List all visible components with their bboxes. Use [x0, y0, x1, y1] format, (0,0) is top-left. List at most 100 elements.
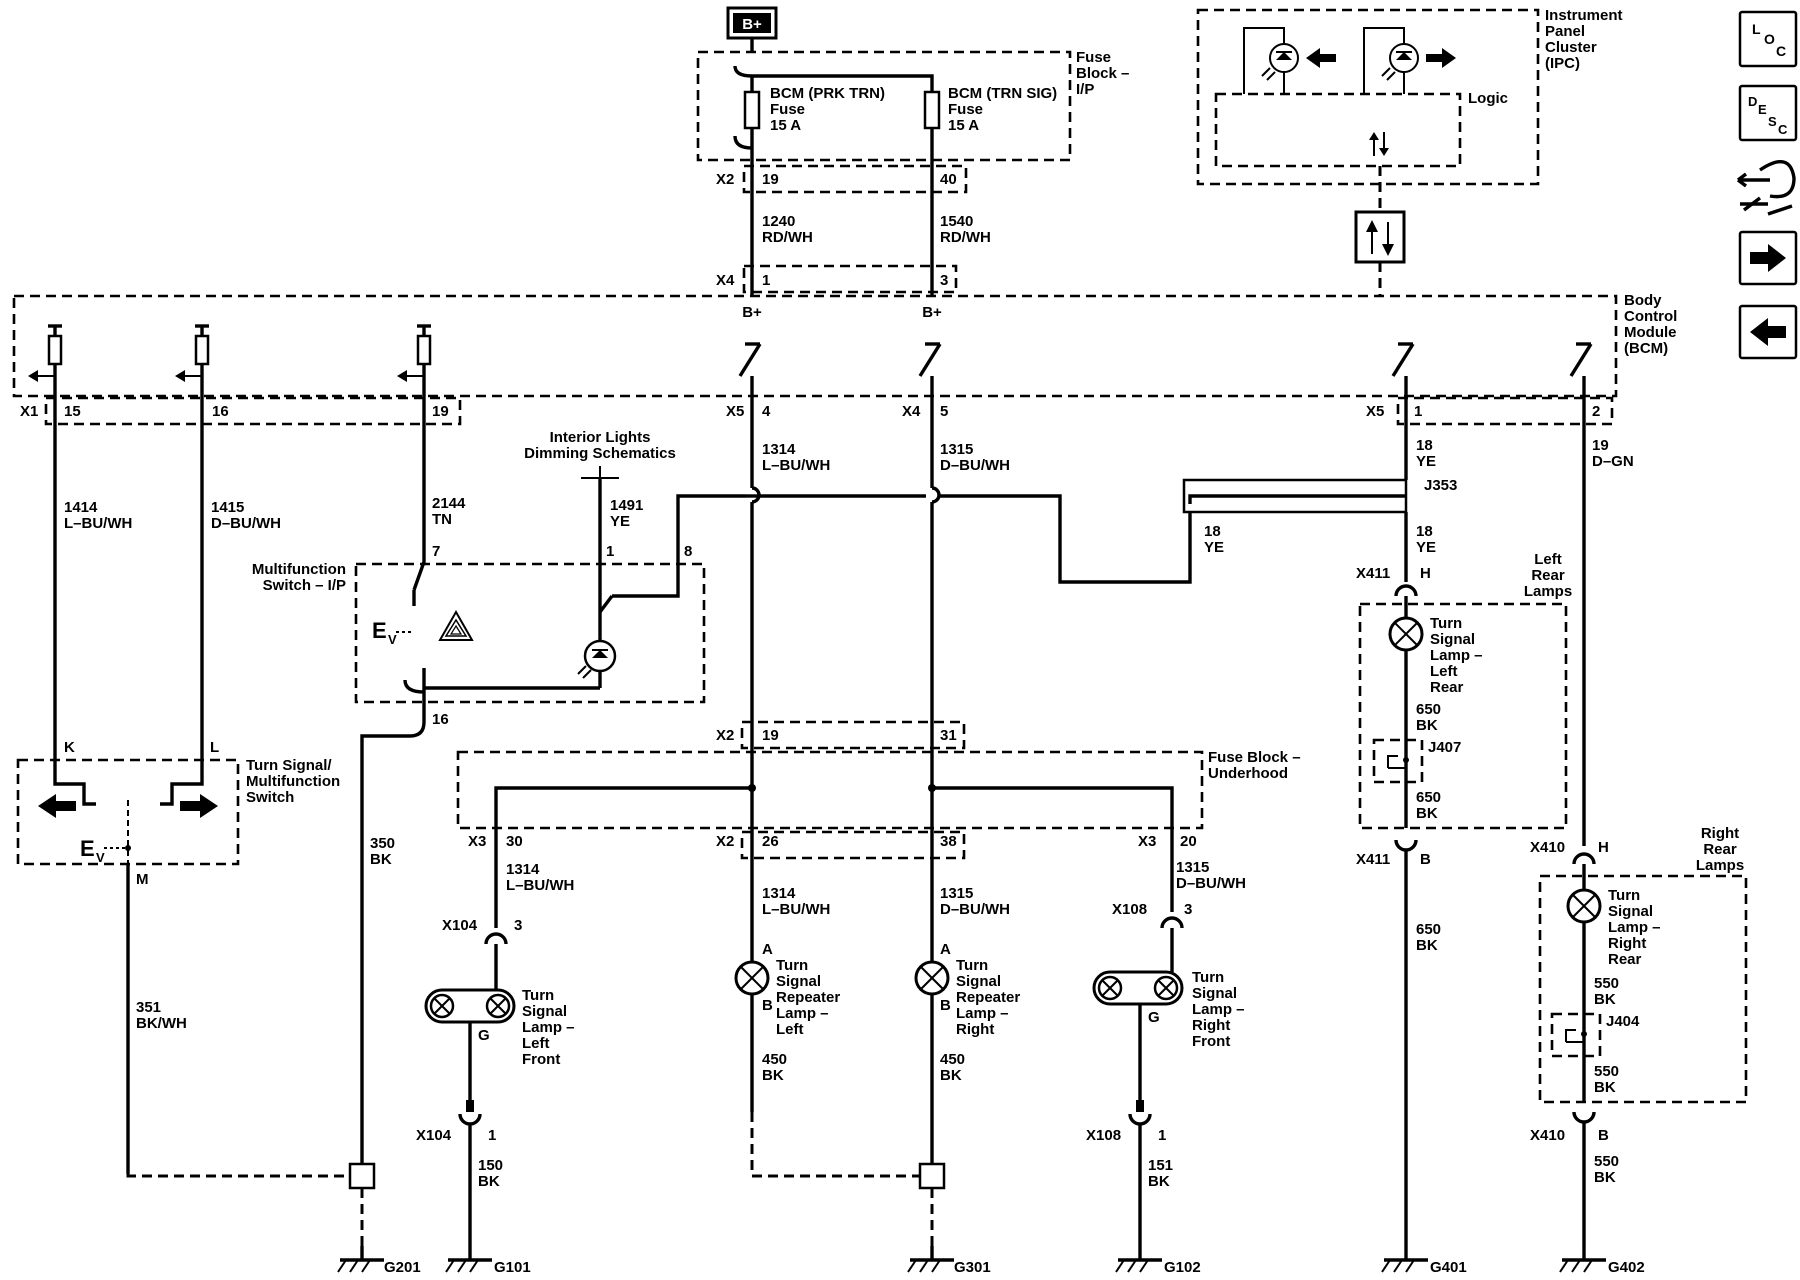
ground-g402: G402 — [1559, 1246, 1645, 1276]
svg-text:BCM (TRN SIG): BCM (TRN SIG) — [948, 85, 1057, 102]
interior-lights-dimming-ref: Interior Lights Dimming Schematics — [524, 429, 676, 479]
svg-text:Turn: Turn — [956, 957, 988, 974]
svg-text:YE: YE — [610, 513, 630, 530]
backlight-lamp-icon — [577, 639, 617, 679]
svg-text:3: 3 — [940, 272, 948, 289]
svg-text:(IPC): (IPC) — [1545, 55, 1580, 72]
svg-text:15 A: 15 A — [948, 117, 979, 134]
svg-text:Interior Lights: Interior Lights — [550, 429, 651, 446]
svg-text:B: B — [1598, 1127, 1609, 1144]
svg-text:Rear: Rear — [1703, 841, 1737, 858]
instrument-panel-cluster: Instrument Panel Cluster (IPC) Logic — [1196, 7, 1623, 186]
svg-text:Signal: Signal — [1192, 985, 1237, 1002]
connector-x5-rear: X5 1 2 — [1366, 396, 1614, 426]
svg-text:X3: X3 — [1138, 833, 1156, 850]
repeater-lamp-left: A B Turn Signal Repeater Lamp – Left — [734, 941, 840, 1038]
svg-text:BK/WH: BK/WH — [136, 1015, 187, 1032]
svg-text:1314: 1314 — [762, 885, 796, 902]
svg-text:Lamp –: Lamp – — [522, 1019, 575, 1036]
ground-g301: G301 — [907, 1246, 991, 1276]
svg-text:J404: J404 — [1606, 1013, 1640, 1030]
svg-text:2144: 2144 — [432, 495, 466, 512]
svg-text:18: 18 — [1416, 523, 1433, 540]
svg-text:X108: X108 — [1112, 901, 1147, 918]
svg-text:V: V — [96, 850, 105, 865]
svg-text:19: 19 — [432, 403, 449, 420]
svg-text:1540: 1540 — [940, 213, 973, 230]
svg-text:18: 18 — [1204, 523, 1221, 540]
svg-text:5: 5 — [940, 403, 948, 420]
svg-text:Turn: Turn — [522, 987, 554, 1004]
svg-text:(BCM): (BCM) — [1624, 340, 1668, 357]
svg-text:31: 31 — [940, 727, 957, 744]
svg-text:D–BU/WH: D–BU/WH — [940, 457, 1010, 474]
svg-text:BK: BK — [1594, 991, 1616, 1008]
splice-box-g201 — [348, 1162, 376, 1190]
svg-text:650: 650 — [1416, 789, 1441, 806]
svg-text:A: A — [940, 941, 951, 958]
connector-repair-icon[interactable] — [1736, 160, 1796, 216]
right-arrow-icon — [180, 794, 218, 818]
svg-text:D–BU/WH: D–BU/WH — [1176, 875, 1246, 892]
hazard-icon — [438, 609, 474, 641]
svg-text:Switch: Switch — [246, 789, 294, 806]
svg-text:X411: X411 — [1356, 565, 1390, 582]
svg-text:Right: Right — [1701, 825, 1739, 842]
location-button[interactable]: L O C — [1738, 10, 1798, 68]
svg-text:X410: X410 — [1530, 839, 1565, 856]
bplus-source: B+ — [726, 6, 778, 40]
svg-text:650: 650 — [1416, 701, 1441, 718]
svg-text:G201: G201 — [384, 1259, 421, 1276]
svg-text:YE: YE — [1204, 539, 1224, 556]
svg-text:Body: Body — [1624, 292, 1662, 309]
svg-text:4: 4 — [762, 403, 771, 420]
svg-text:D–GN: D–GN — [1592, 453, 1634, 470]
svg-text:Front: Front — [1192, 1033, 1230, 1050]
svg-text:550: 550 — [1594, 1153, 1619, 1170]
svg-text:BK: BK — [762, 1067, 784, 1084]
svg-text:Lamp –: Lamp – — [1608, 919, 1661, 936]
svg-text:26: 26 — [762, 833, 779, 850]
svg-text:1240: 1240 — [762, 213, 795, 230]
svg-text:Right: Right — [956, 1021, 994, 1038]
connector-x410-bottom: X410 B — [1530, 1111, 1609, 1144]
svg-text:40: 40 — [940, 171, 957, 188]
svg-text:450: 450 — [762, 1051, 787, 1068]
svg-text:7: 7 — [432, 543, 440, 560]
svg-text:Rear: Rear — [1608, 951, 1642, 968]
svg-text:G401: G401 — [1430, 1259, 1467, 1276]
left-arrow-icon — [38, 794, 76, 818]
svg-text:Signal: Signal — [522, 1003, 567, 1020]
svg-text:X411: X411 — [1356, 851, 1390, 868]
left-indicator-icon — [1261, 43, 1336, 94]
svg-text:16: 16 — [432, 711, 449, 728]
svg-text:X104: X104 — [442, 917, 478, 934]
previous-page-button[interactable] — [1738, 304, 1798, 360]
svg-text:1415: 1415 — [211, 499, 244, 516]
ground-g101: G101 — [445, 1246, 531, 1276]
svg-text:BK: BK — [1416, 717, 1438, 734]
svg-text:RD/WH: RD/WH — [940, 229, 991, 246]
left-rear-lamps: Left Rear Lamps Turn Signal Lamp – Left … — [1358, 551, 1572, 830]
svg-text:Signal: Signal — [1430, 631, 1475, 648]
svg-text:L–BU/WH: L–BU/WH — [64, 515, 132, 532]
svg-text:1: 1 — [488, 1127, 496, 1144]
svg-text:Fuse: Fuse — [770, 101, 805, 118]
connector-x104-top: X104 3 — [442, 917, 522, 945]
svg-text:TN: TN — [432, 511, 452, 528]
description-button[interactable]: D E S C — [1738, 84, 1798, 142]
splice-box-g301 — [918, 1162, 946, 1190]
connector-x5-label: X5 — [726, 403, 744, 420]
right-indicator-icon — [1381, 43, 1456, 94]
svg-text:Cluster: Cluster — [1545, 39, 1597, 56]
next-page-button[interactable] — [1738, 230, 1798, 286]
svg-text:Left: Left — [1534, 551, 1562, 568]
svg-text:A: A — [762, 941, 773, 958]
svg-text:M: M — [136, 871, 149, 888]
svg-text:S: S — [1768, 114, 1777, 129]
svg-text:151: 151 — [1148, 1157, 1173, 1174]
svg-text:B: B — [1420, 851, 1431, 868]
svg-text:2: 2 — [1592, 403, 1600, 420]
svg-text:1414: 1414 — [64, 499, 98, 516]
svg-text:Left: Left — [522, 1035, 550, 1052]
